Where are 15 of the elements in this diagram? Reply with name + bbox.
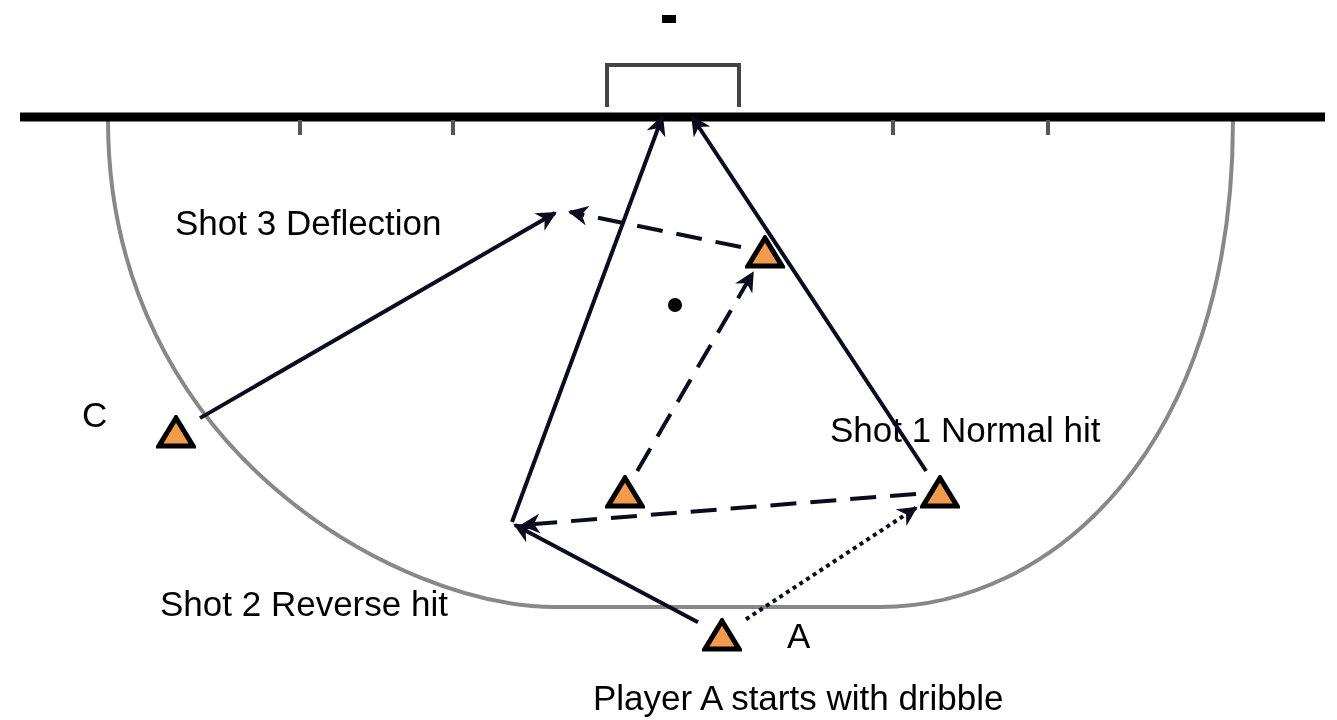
player-letter: A bbox=[787, 618, 811, 653]
pass-arrow bbox=[690, 115, 928, 473]
pass-arrow bbox=[520, 491, 917, 534]
shot-label: Shot 1 Normal hit bbox=[830, 412, 1101, 447]
shot-label: Shot 3 Deflection bbox=[175, 205, 442, 240]
pass-arrow bbox=[513, 523, 699, 624]
pass-arrow bbox=[744, 506, 918, 621]
caption-text: Player A starts with dribble bbox=[593, 680, 1004, 715]
pass-arrow bbox=[199, 211, 557, 420]
pass-arrow bbox=[510, 115, 666, 523]
pass-arrow bbox=[635, 271, 755, 472]
pass-arrow bbox=[568, 205, 742, 250]
shot-label: Shot 2 Reverse hit bbox=[160, 586, 448, 621]
player-letter: C bbox=[82, 397, 108, 432]
goal-mouth bbox=[605, 63, 741, 107]
